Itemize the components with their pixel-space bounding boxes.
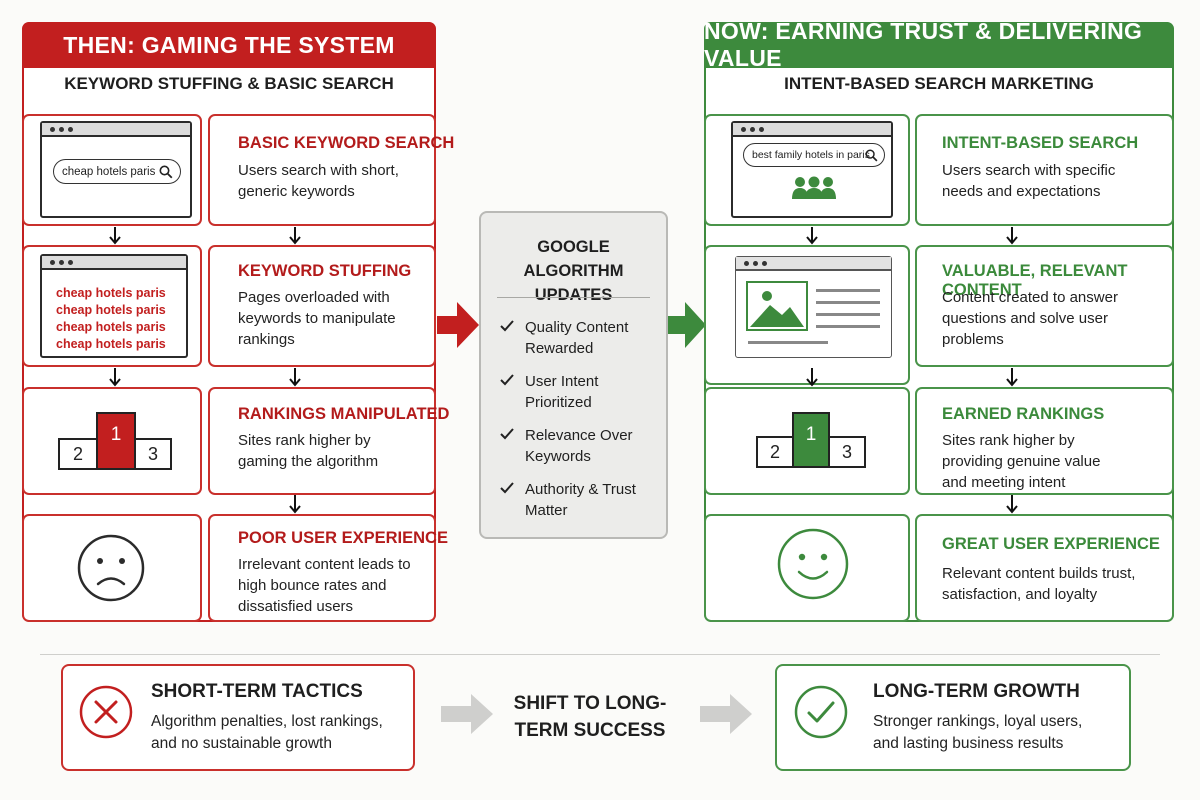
now-step-2-desc: Content created to answer questions and … [942, 289, 1118, 348]
now-step-2-title: VALUABLE, RELEVANT CONTENT [942, 262, 1128, 299]
now-step-1-title: INTENT-BASED SEARCH [942, 134, 1139, 152]
then-step-2-desc: Pages overloaded with keywords to manipu… [238, 289, 396, 348]
text-line [816, 313, 880, 316]
text-line [816, 325, 880, 328]
now-search-query: best family hotels in paris [752, 149, 870, 161]
arrow-down-icon [109, 227, 121, 245]
arrow-down-icon [1006, 368, 1018, 387]
long-term-title: LONG-TERM GROWTH [873, 681, 1080, 702]
then-step-4-desc: Irrelevant content leads to high bounce … [238, 556, 411, 615]
arrow-right-icon [437, 302, 479, 348]
checkmark-icon [500, 428, 514, 440]
now-step-2-box [915, 245, 1174, 367]
algorithm-updates-box: GOOGLE ALGORITHM UPDATES Quality Content… [479, 211, 668, 539]
arrow-right-icon [668, 302, 706, 348]
then-banner: THEN: GAMING THE SYSTEM [22, 22, 436, 68]
now-step-3-desc: Sites rank higher by providing genuine v… [942, 432, 1101, 491]
arrow-right-icon [700, 694, 752, 734]
then-step-3-title: RANKINGS MANIPULATED [238, 405, 450, 423]
podium-second: 2 [770, 442, 780, 462]
arrow-down-icon [289, 227, 301, 245]
now-subtitle: INTENT-BASED SEARCH MARKETING [784, 74, 1094, 93]
search-icon [865, 149, 878, 162]
users-icon [792, 176, 836, 199]
then-subtitle: KEYWORD STUFFING & BASIC SEARCH [64, 74, 394, 93]
podium-third: 3 [148, 444, 158, 464]
then-step-4-box [208, 514, 436, 622]
shift-text: SHIFT TO LONG-TERM SUCCESS [513, 693, 667, 741]
stuffed-keyword-line: cheap hotels paris [56, 303, 166, 317]
then-stuffed-page: cheap hotels paris cheap hotels paris ch… [40, 254, 188, 358]
short-term-title: SHORT-TERM TACTICS [151, 681, 363, 702]
then-search-bar: cheap hotels paris [53, 159, 181, 184]
sad-face-icon [77, 534, 145, 602]
then-sad-box [22, 514, 202, 622]
search-icon [159, 165, 173, 179]
checkmark-icon [500, 320, 514, 332]
long-term-desc: Stronger rankings, loyal users, and last… [873, 713, 1083, 752]
then-step-1-title: BASIC KEYWORD SEARCH [238, 134, 455, 152]
podium-third: 3 [842, 442, 852, 462]
stuffed-keyword-line: cheap hotels paris [56, 337, 166, 351]
now-step-3-title: EARNED RANKINGS [942, 405, 1105, 423]
now-happy-box [704, 514, 910, 622]
short-term-box [61, 664, 415, 771]
arrow-right-icon [441, 694, 493, 734]
then-step-3-desc: Sites rank higher by gaming the algorith… [238, 432, 379, 470]
then-search-query: cheap hotels paris [62, 165, 156, 178]
now-banner: NOW: EARNING TRUST & DELIVERING VALUE [704, 18, 1174, 71]
arrow-down-icon [1006, 495, 1018, 514]
now-step-3-box [915, 387, 1174, 495]
text-line [748, 341, 828, 344]
now-step-4-desc: Relevant content builds trust, satisfact… [942, 565, 1136, 603]
podium-first: 1 [806, 424, 817, 445]
text-line [816, 289, 880, 292]
checkmark-icon [500, 482, 514, 494]
now-content-page [735, 256, 892, 358]
then-step-4-title: POOR USER EXPERIENCE [238, 529, 448, 547]
short-term-desc: Algorithm penalties, lost rankings, and … [151, 713, 383, 752]
podium-icon: 2 1 3 [756, 412, 866, 468]
arrow-down-icon [806, 368, 818, 387]
then-step-2-box [208, 245, 436, 367]
now-step-1-box [915, 114, 1174, 226]
long-term-box [775, 664, 1131, 771]
image-icon [746, 281, 808, 331]
stuffed-keyword-line: cheap hotels paris [56, 286, 166, 300]
now-step-1-desc: Users search with specific needs and exp… [942, 162, 1116, 200]
then-step-2-title: KEYWORD STUFFING [238, 262, 412, 280]
arrow-down-icon [109, 368, 121, 387]
happy-face-icon [777, 528, 849, 600]
podium-icon: 2 1 3 [58, 412, 172, 470]
x-circle-icon [79, 685, 133, 739]
then-browser-window: cheap hotels paris [40, 121, 192, 218]
arrow-down-icon [289, 368, 301, 387]
then-step-1-desc: Users search with short, generic keyword… [238, 162, 399, 200]
podium-first: 1 [111, 424, 122, 445]
arrow-down-icon [1006, 227, 1018, 245]
text-line [816, 301, 880, 304]
bottom-divider [40, 654, 1160, 655]
now-step-4-box [915, 514, 1174, 622]
algorithm-updates-title: GOOGLE ALGORITHM UPDATES [523, 238, 624, 304]
then-step-1-box [208, 114, 436, 226]
stuffed-keyword-line: cheap hotels paris [56, 320, 166, 334]
check-circle-icon [794, 685, 848, 739]
arrow-down-icon [806, 227, 818, 245]
then-step-3-box [208, 387, 436, 495]
divider [497, 297, 650, 298]
now-step-4-title: GREAT USER EXPERIENCE [942, 535, 1160, 553]
now-browser-window: best family hotels in paris [731, 121, 893, 218]
arrow-down-icon [289, 495, 301, 514]
checkmark-icon [500, 374, 514, 386]
podium-second: 2 [73, 444, 83, 464]
now-search-bar: best family hotels in paris [743, 143, 885, 167]
